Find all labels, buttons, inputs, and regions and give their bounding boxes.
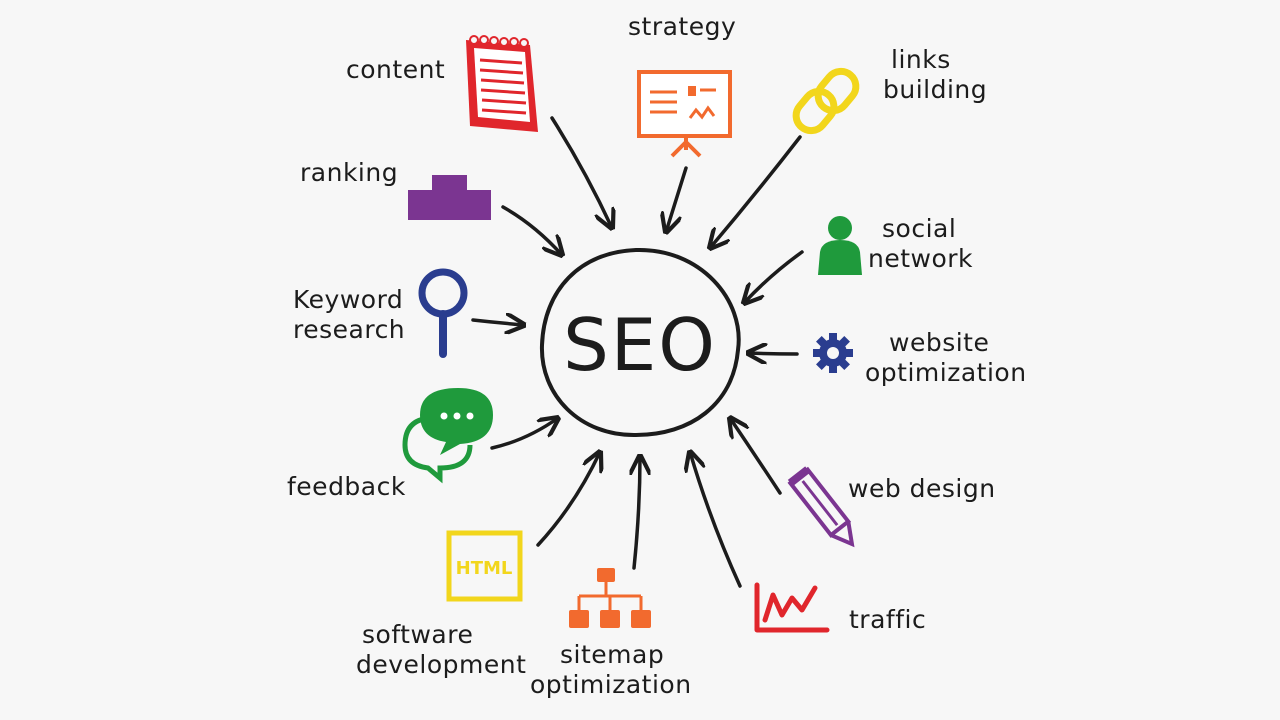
center-circle: [539, 247, 741, 438]
arrow-social-network: [744, 250, 804, 303]
label-content: content: [346, 55, 446, 84]
label-ranking: ranking: [300, 158, 399, 187]
label-website-optimization: website optimization: [865, 328, 1027, 387]
arrow-keyword-research: [471, 320, 524, 325]
html-icon: HTML: [446, 530, 523, 602]
label-software-development: software development: [356, 620, 527, 679]
arrow-strategy: [666, 166, 688, 232]
label-feedback: feedback: [287, 472, 406, 501]
arrow-feedback: [490, 418, 558, 450]
arrow-links-building: [710, 135, 802, 248]
label-sitemap-optimization: sitemap optimization: [530, 640, 692, 699]
label-social-network: social network: [868, 214, 974, 273]
pencil-icon: [787, 466, 855, 548]
gear-icon: [813, 333, 853, 373]
arrow-web-design: [730, 418, 782, 495]
notepad-icon: [466, 35, 538, 132]
presentation-board-icon: [637, 70, 732, 158]
arrow-website-optimization: [748, 353, 799, 354]
chain-link-icon: [792, 67, 860, 135]
arrow-sitemap-optimization: [634, 456, 640, 570]
html-icon-text: HTML: [456, 558, 513, 579]
center-label: SEO: [563, 303, 717, 387]
label-traffic: traffic: [849, 605, 927, 634]
user-icon: [818, 216, 862, 275]
arrow-traffic: [690, 452, 742, 588]
label-strategy: strategy: [628, 12, 737, 41]
arrow-ranking: [501, 205, 562, 255]
arrow-content: [550, 116, 612, 228]
label-links-building: links building: [883, 45, 988, 104]
speech-bubbles-icon: [402, 388, 493, 484]
magnifier-icon: [418, 268, 468, 358]
label-keyword-research: Keyword research: [293, 285, 406, 344]
sitemap-icon: [569, 568, 651, 628]
arrow-software-development: [536, 452, 600, 547]
label-web-design: web design: [848, 474, 996, 503]
podium-icon: [408, 175, 491, 220]
line-chart-icon: [754, 582, 830, 633]
